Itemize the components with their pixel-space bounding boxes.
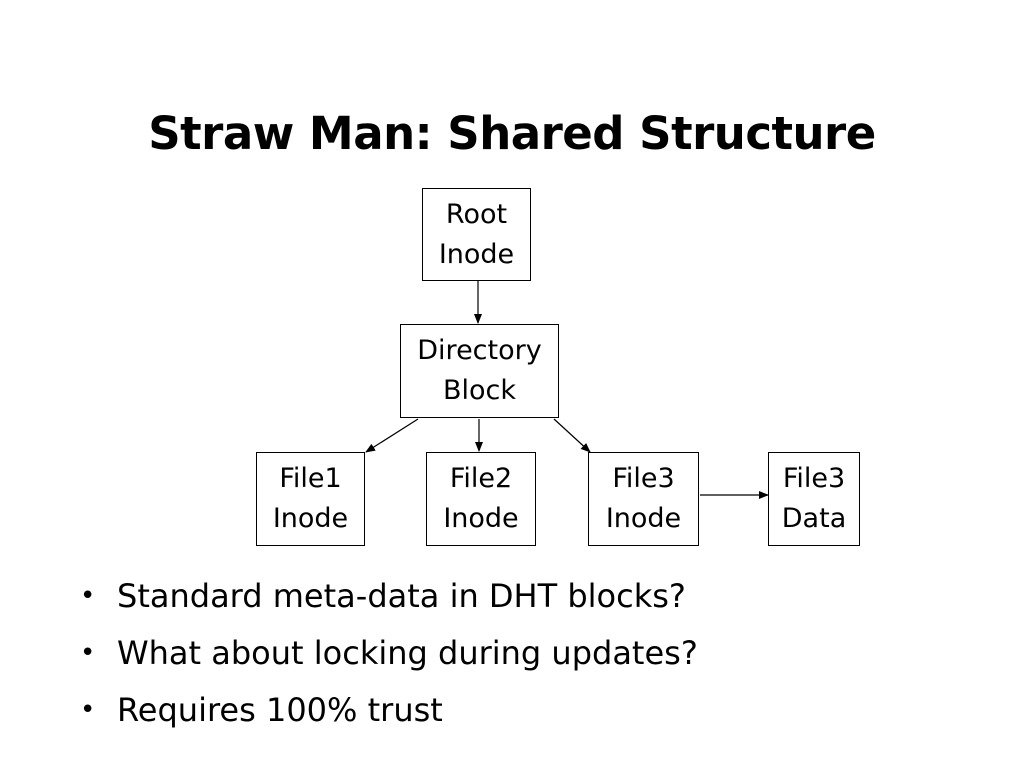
node-label-line1: Root <box>445 198 508 230</box>
bullet-list: • Standard meta-data in DHT blocks? • Wh… <box>80 568 698 739</box>
bullet-text: What about locking during updates? <box>117 634 698 672</box>
slide-title: Straw Man: Shared Structure <box>148 107 876 160</box>
file3-data-node: File3 Data <box>768 452 860 546</box>
bullet-text: Requires 100% trust <box>117 691 443 729</box>
node-label-line2: Data <box>781 503 847 534</box>
root-inode-node: Root Inode <box>422 188 531 281</box>
node-label-line1: File1 <box>279 463 342 494</box>
edge-directory-to-file3 <box>553 418 591 453</box>
diagram-edges <box>365 281 769 499</box>
bullet-item: • Standard meta-data in DHT blocks? <box>80 568 698 625</box>
node-label-line1: File2 <box>449 463 513 494</box>
bullet-text: Standard meta-data in DHT blocks? <box>117 577 686 615</box>
node-label-line1: File3 <box>782 463 846 494</box>
file1-inode-node: File1 Inode <box>256 452 365 546</box>
node-label-line1: File3 <box>612 463 675 494</box>
bullet-dot: • <box>80 581 96 611</box>
bullet-item: • What about locking during updates? <box>80 625 698 682</box>
edge-directory-to-file1 <box>365 418 419 453</box>
bullet-dot: • <box>80 695 96 725</box>
file2-inode-node: File2 Inode <box>426 452 536 546</box>
node-label-line2: Inode <box>272 503 349 534</box>
node-label-line2: Block <box>442 375 517 406</box>
node-label-line1: Directory <box>417 335 542 366</box>
node-label-line2: Inode <box>438 238 515 270</box>
file-structure-diagram: Root Inode Directory Block File1 Inode F… <box>256 188 860 546</box>
file3-inode-node: File3 Inode <box>588 452 699 546</box>
node-label-line2: Inode <box>605 503 682 534</box>
node-label-line2: Inode <box>443 503 519 534</box>
bullet-item: • Requires 100% trust <box>80 682 698 739</box>
directory-block-node: Directory Block <box>400 324 559 418</box>
bullet-dot: • <box>80 638 96 668</box>
